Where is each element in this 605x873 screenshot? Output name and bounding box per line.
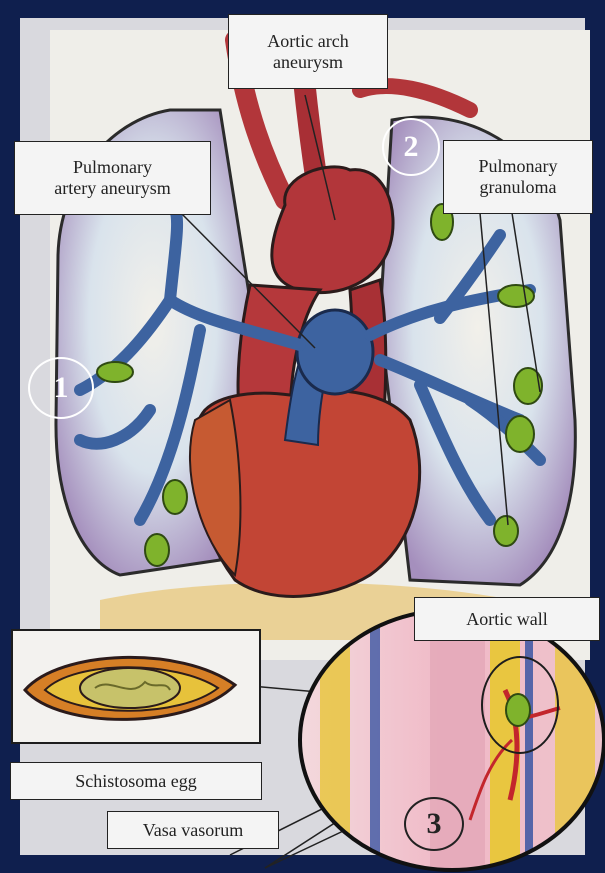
label-vasa-vasorum-text: Vasa vasorum <box>143 820 243 841</box>
label-aortic-wall: Aortic wall <box>414 597 600 641</box>
label-pulmonary-artery-line2: artery aneurysm <box>54 178 170 199</box>
label-aortic-arch-line2: aneurysm <box>273 52 343 73</box>
label-aortic-arch-aneurysm: Aortic arch aneurysm <box>228 14 388 89</box>
marker-2: 2 <box>382 118 440 176</box>
marker-1: 1 <box>28 357 94 419</box>
label-pulmonary-artery-line1: Pulmonary <box>73 157 152 178</box>
label-pulmonary-granuloma-line2: granuloma <box>480 177 557 198</box>
label-aortic-arch-line1: Aortic arch <box>267 31 348 52</box>
label-schistosoma-egg-text: Schistosoma egg <box>75 771 197 792</box>
label-pulmonary-artery-aneurysm: Pulmonary artery aneurysm <box>14 141 211 215</box>
label-aortic-wall-text: Aortic wall <box>466 609 547 630</box>
pulmonary-aneurysm <box>297 310 373 394</box>
label-vasa-vasorum: Vasa vasorum <box>107 811 279 849</box>
label-pulmonary-granuloma: Pulmonary granuloma <box>443 140 593 214</box>
label-schistosoma-egg: Schistosoma egg <box>10 762 262 800</box>
marker-3: 3 <box>404 797 464 851</box>
label-pulmonary-granuloma-line1: Pulmonary <box>479 156 558 177</box>
